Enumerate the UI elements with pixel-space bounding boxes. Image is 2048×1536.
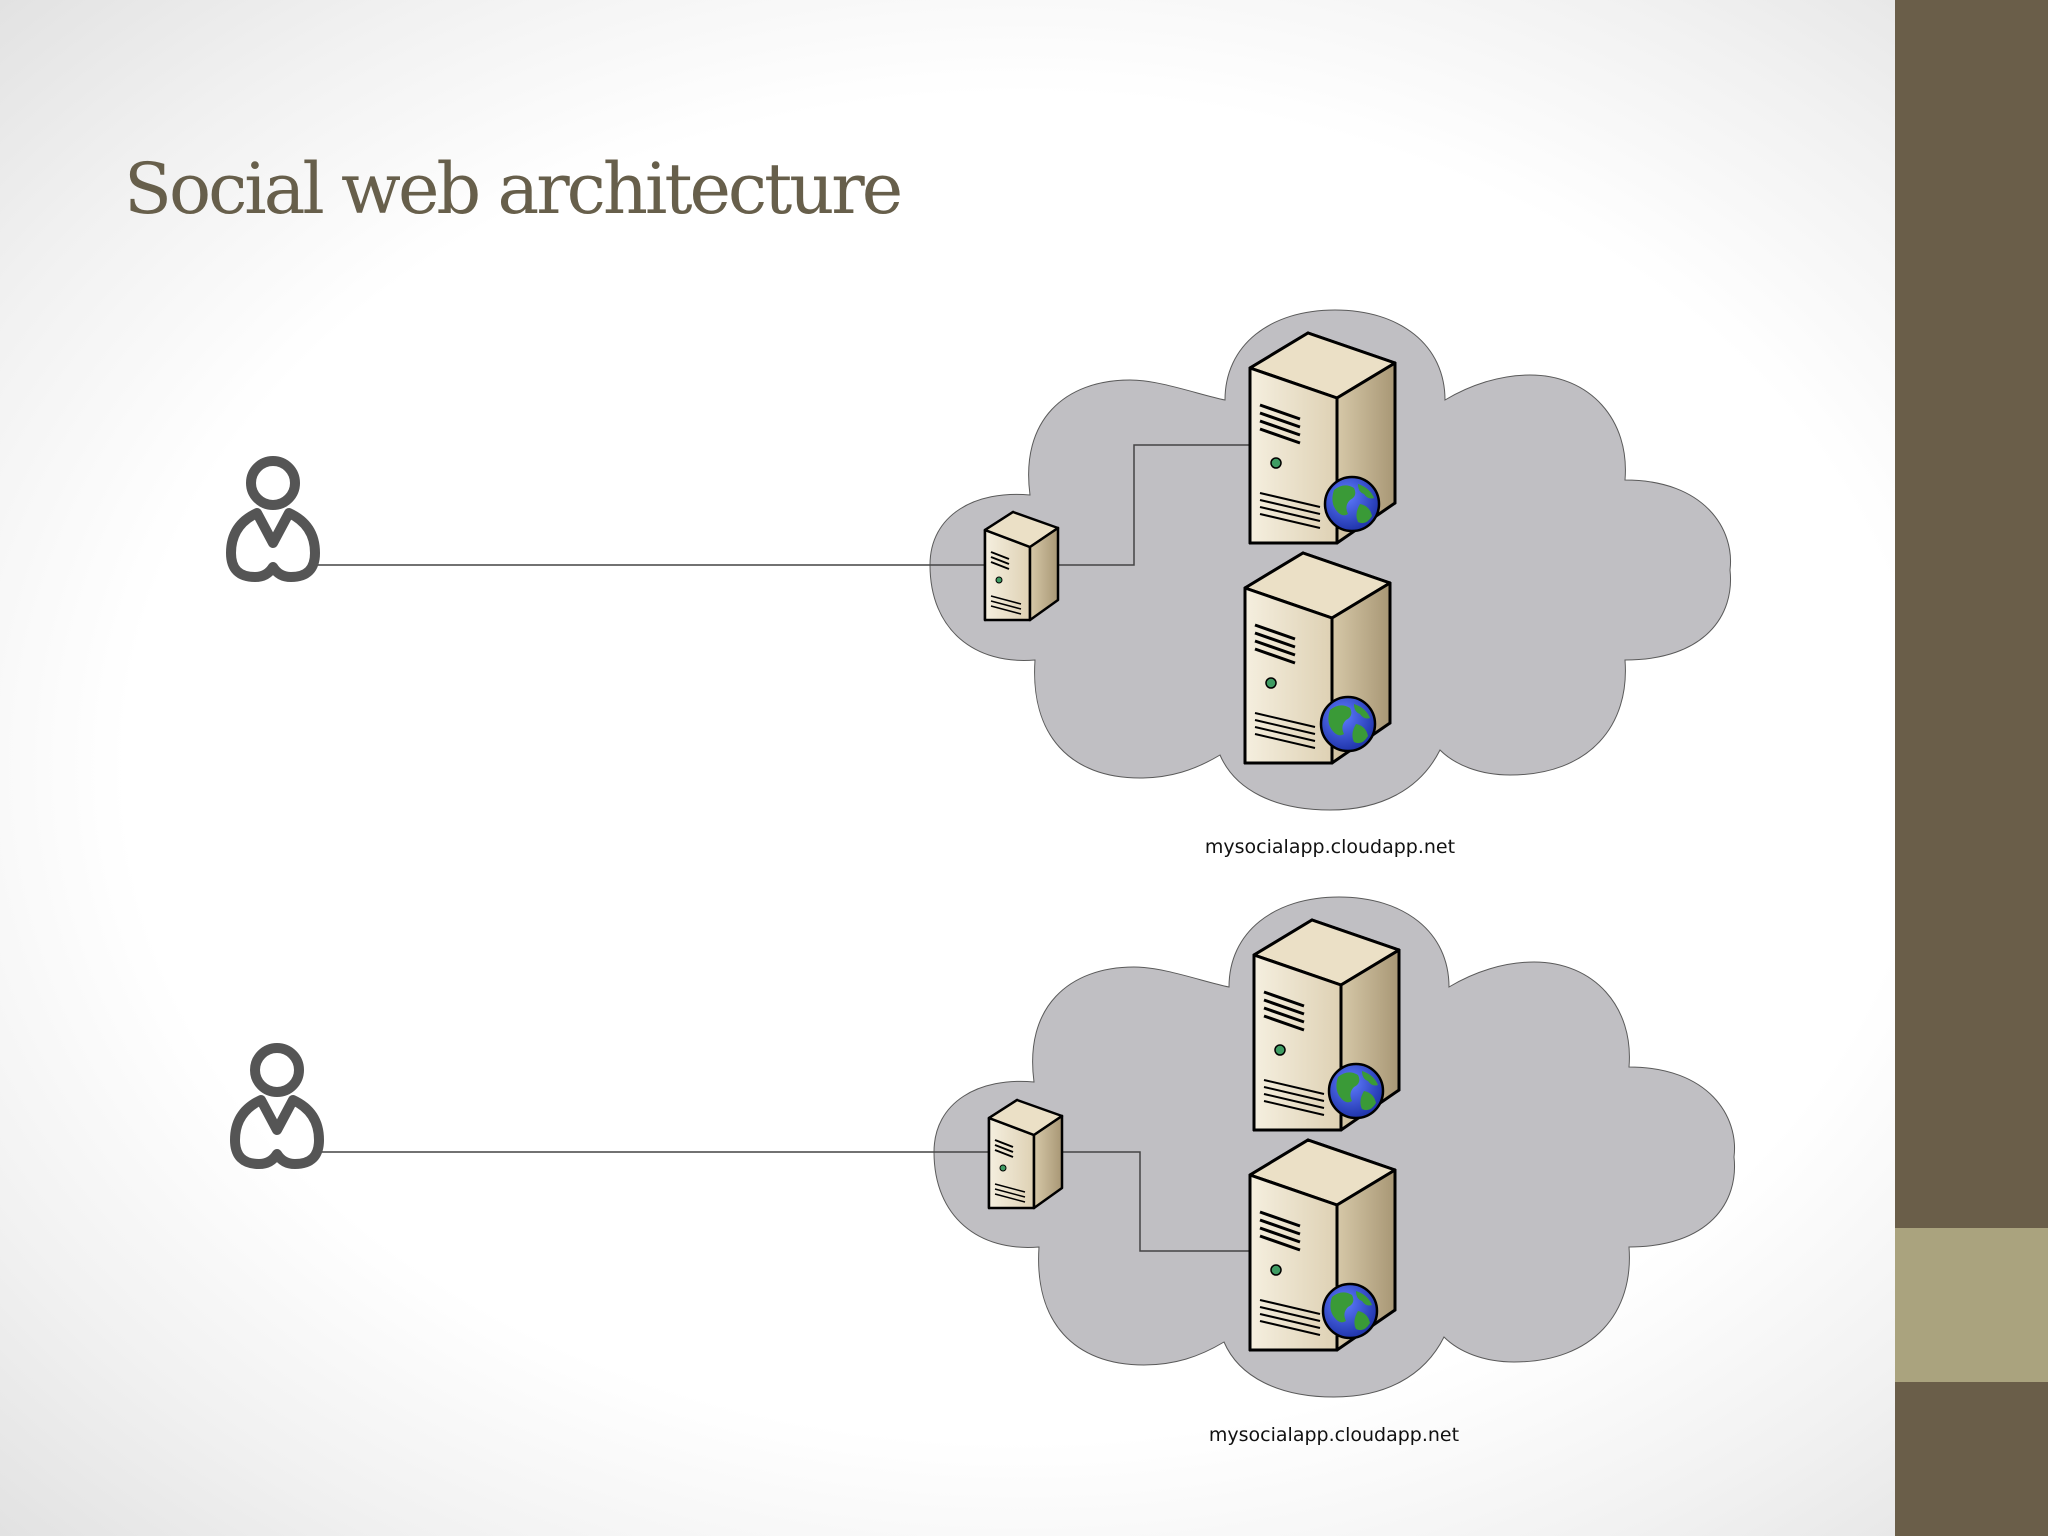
cloud-icon — [929, 309, 1732, 811]
load-balancer-icon — [983, 510, 1060, 622]
user-icon — [231, 461, 315, 577]
load-balancer-icon — [987, 1098, 1064, 1210]
cloud-group-2: mysocialapp.cloudapp.net — [235, 896, 1736, 1446]
sidebar-decoration-top — [1895, 0, 2048, 1228]
cloud-group-1: mysocialapp.cloudapp.net — [231, 309, 1732, 858]
globe-icon — [1319, 695, 1377, 753]
globe-icon — [1321, 1282, 1379, 1340]
cloud-icon — [933, 896, 1736, 1398]
globe-icon — [1327, 1062, 1385, 1120]
sidebar-decoration-bottom — [1895, 1382, 2048, 1536]
cloud-hostname-label: mysocialapp.cloudapp.net — [1209, 1424, 1459, 1446]
globe-icon — [1323, 475, 1381, 533]
user-icon — [235, 1048, 319, 1164]
slide-title: Social web architecture — [124, 148, 903, 230]
sidebar-decoration-accent — [1895, 1228, 2048, 1382]
cloud-hostname-label: mysocialapp.cloudapp.net — [1205, 836, 1455, 858]
